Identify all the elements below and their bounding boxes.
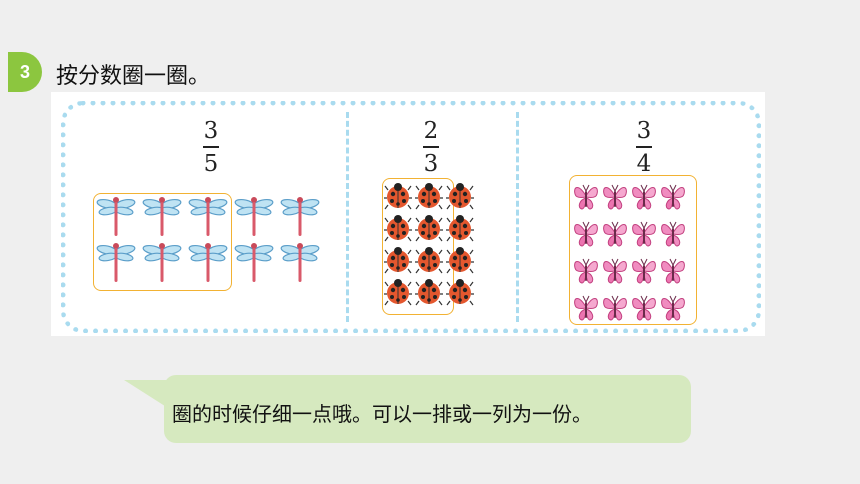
- ladybug-icon: [384, 246, 412, 274]
- ladybug-icon: [384, 214, 412, 242]
- ladybug-icon: [415, 182, 443, 210]
- ladybug-icon: [446, 214, 474, 242]
- dragonfly-icon: [188, 241, 228, 285]
- fraction-denominator: 3: [423, 151, 439, 177]
- dragonfly-icon: [142, 241, 182, 285]
- fraction-bar: [203, 146, 219, 148]
- butterfly-icon: [631, 219, 657, 249]
- dragonfly-icon: [234, 195, 274, 239]
- section-divider: [346, 112, 349, 322]
- ladybug-icon: [415, 246, 443, 274]
- exercise-panel: 3 5: [51, 92, 765, 336]
- butterfly-icon: [660, 182, 686, 212]
- butterfly-icon: [631, 182, 657, 212]
- speech-bubble: [164, 375, 691, 443]
- dragonfly-icon: [234, 241, 274, 285]
- butterfly-icon: [602, 293, 628, 323]
- fraction-3-4: 3 4: [624, 118, 664, 177]
- fraction-3-5: 3 5: [191, 118, 231, 177]
- ladybug-icon: [415, 214, 443, 242]
- circled-group-butterflies[interactable]: [569, 175, 697, 325]
- butterfly-icon: [573, 219, 599, 249]
- section-divider: [516, 112, 519, 322]
- ladybug-icon: [384, 278, 412, 306]
- dragonfly-icon: [188, 195, 228, 239]
- fraction-numerator: 3: [636, 118, 652, 144]
- dragonfly-icon: [142, 195, 182, 239]
- ladybug-icon: [446, 182, 474, 210]
- ladybug-icon: [415, 278, 443, 306]
- butterfly-icon: [631, 256, 657, 286]
- dotted-frame: 3 5: [61, 101, 761, 333]
- ladybug-icon: [384, 182, 412, 210]
- butterfly-icon: [573, 256, 599, 286]
- butterfly-icon: [660, 293, 686, 323]
- ladybug-icon: [446, 246, 474, 274]
- dragonfly-icon: [96, 195, 136, 239]
- dragonfly-icon: [280, 195, 320, 239]
- hint-text: 圈的时候仔细一点哦。可以一排或一列为一份。: [172, 402, 592, 426]
- speech-bubble-tail: [124, 380, 168, 408]
- butterfly-icon: [573, 182, 599, 212]
- fraction-numerator: 3: [203, 118, 219, 144]
- butterfly-icon: [602, 219, 628, 249]
- circled-group-ladybugs[interactable]: [382, 178, 454, 315]
- fraction-bar: [636, 146, 652, 148]
- butterfly-icon: [573, 293, 599, 323]
- fraction-numerator: 2: [423, 118, 439, 144]
- butterfly-icon: [602, 256, 628, 286]
- step-number-badge: 3: [8, 52, 42, 92]
- fraction-bar: [423, 146, 439, 148]
- butterfly-icon: [602, 182, 628, 212]
- circled-group-dragonflies[interactable]: [93, 193, 232, 291]
- dragonfly-icon: [96, 241, 136, 285]
- fraction-2-3: 2 3: [411, 118, 451, 177]
- butterfly-icon: [660, 219, 686, 249]
- butterfly-icon: [631, 293, 657, 323]
- fraction-denominator: 5: [203, 151, 219, 177]
- dragonfly-icon: [280, 241, 320, 285]
- fraction-denominator: 4: [636, 151, 652, 177]
- butterfly-icon: [660, 256, 686, 286]
- instruction-text: 按分数圈一圈。: [56, 64, 211, 89]
- ladybug-icon: [446, 278, 474, 306]
